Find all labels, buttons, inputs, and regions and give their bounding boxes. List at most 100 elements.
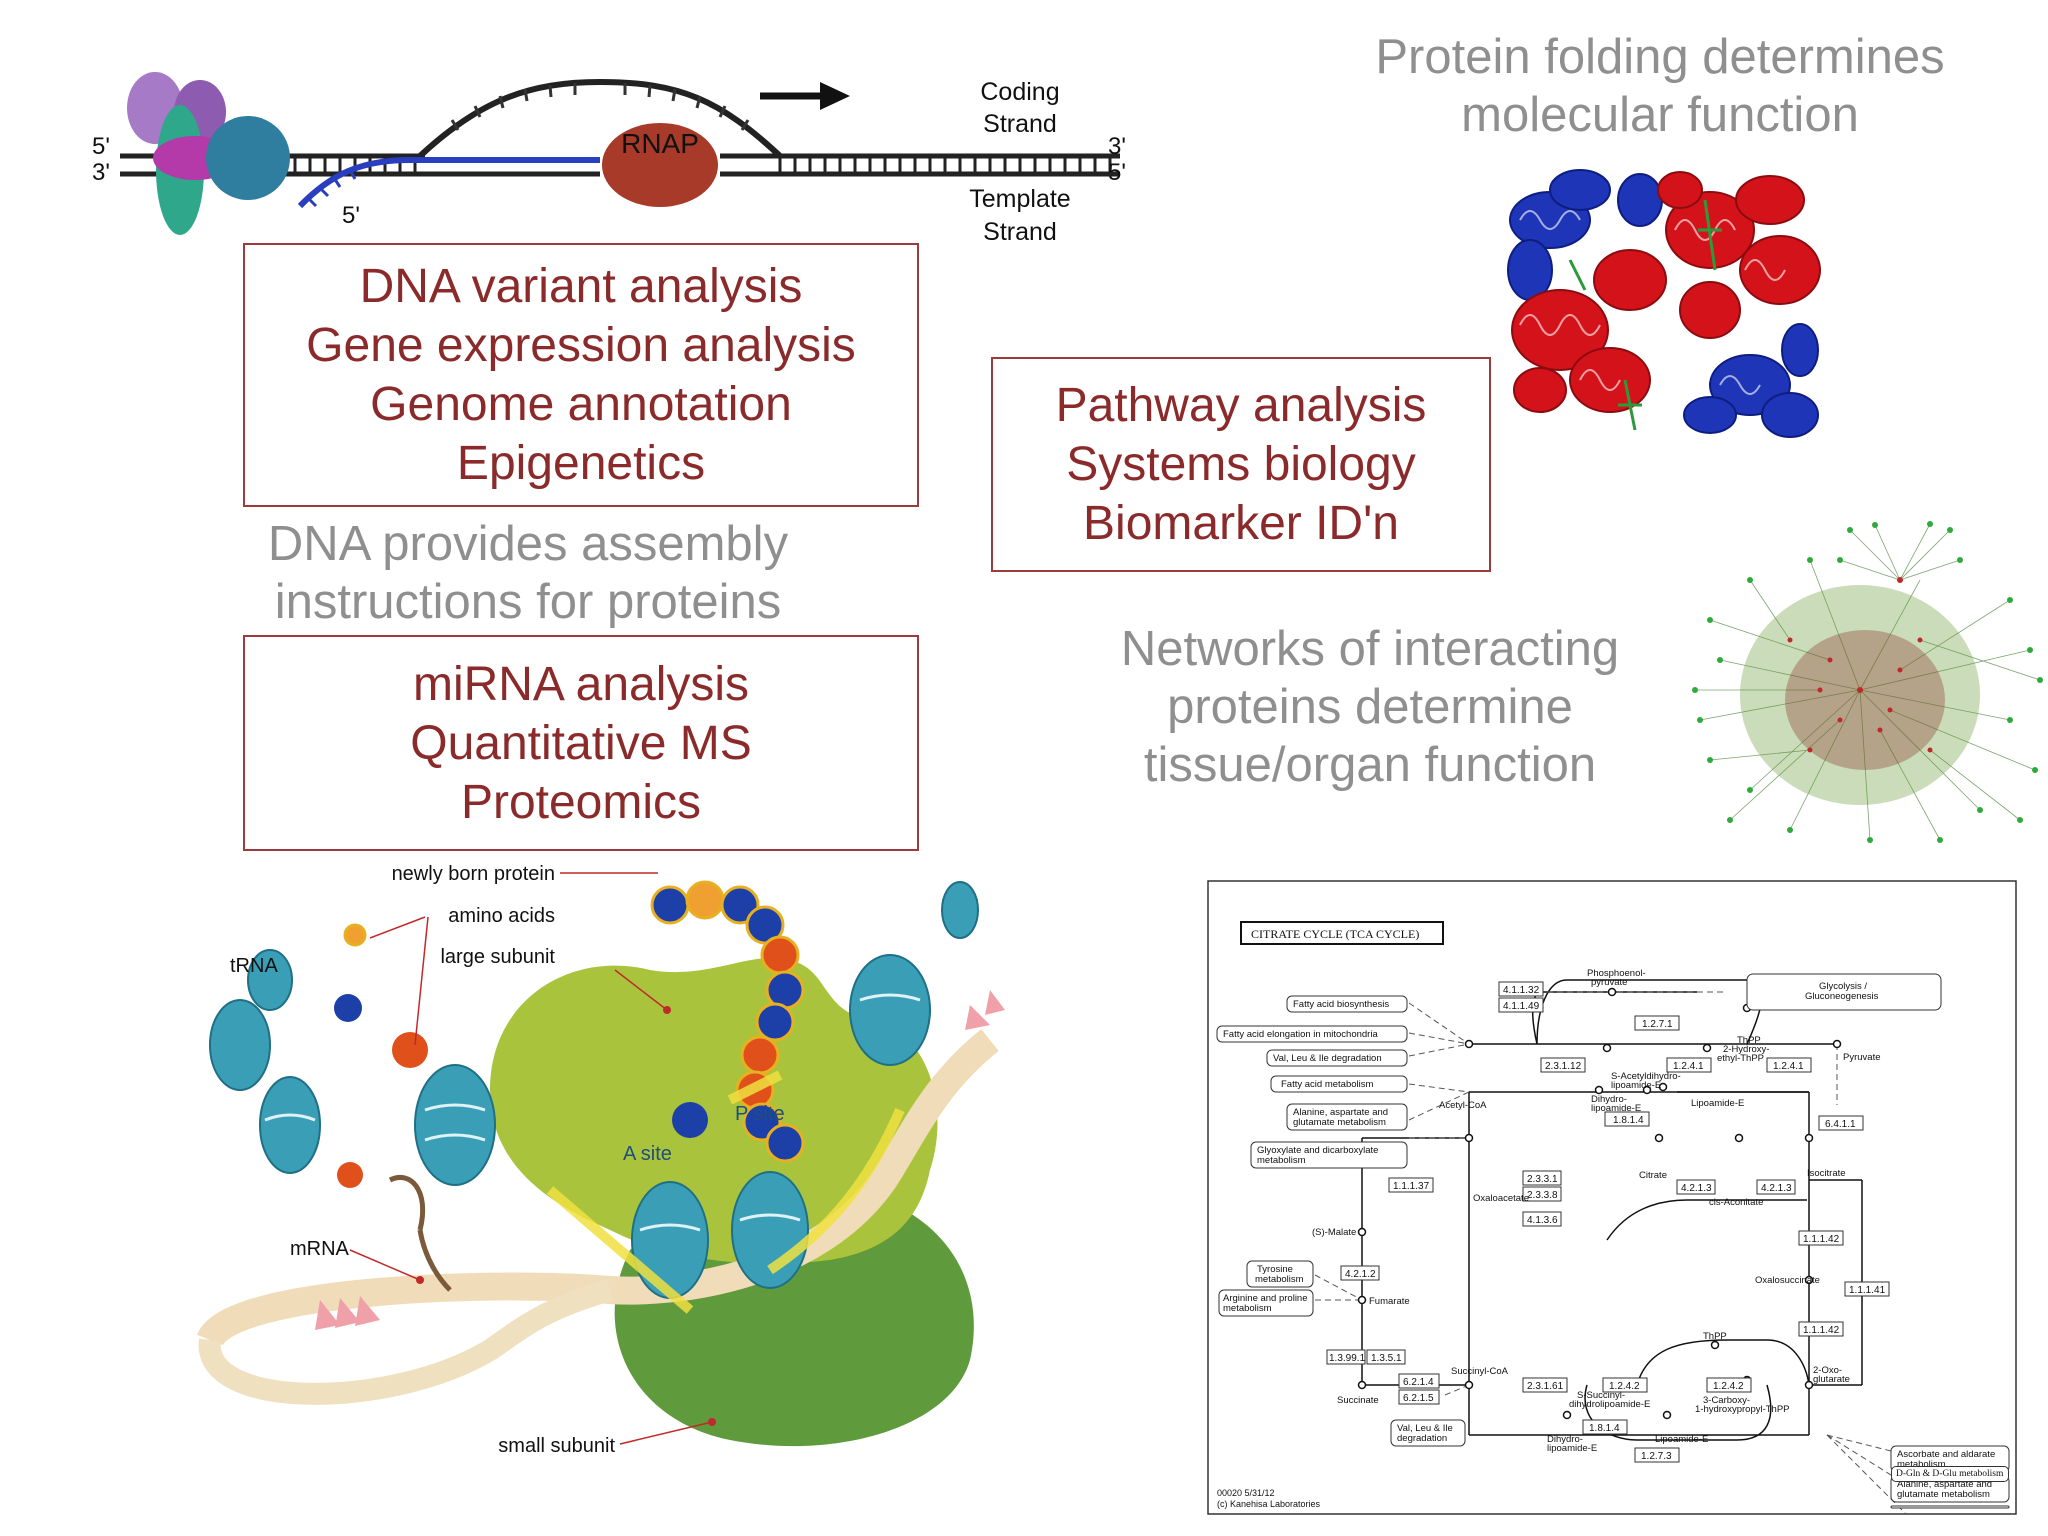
svg-text:Gluconeogenesis: Gluconeogenesis bbox=[1805, 991, 1879, 1002]
svg-text:Lipoamide-E: Lipoamide-E bbox=[1691, 1098, 1744, 1109]
blue-helices bbox=[1507, 169, 1819, 438]
dna-analysis-box: DNA variant analysis Gene expression ana… bbox=[243, 243, 919, 507]
svg-text:Fatty acid biosynthesis: Fatty acid biosynthesis bbox=[1293, 999, 1389, 1010]
svg-text:glutamate metabolism: glutamate metabolism bbox=[1293, 1117, 1386, 1128]
svg-text:5': 5' bbox=[342, 202, 360, 229]
svg-text:Dihydro-: Dihydro- bbox=[1547, 1434, 1583, 1445]
svg-text:Succinate: Succinate bbox=[1337, 1395, 1379, 1406]
svg-text:1.1.1.37: 1.1.1.37 bbox=[1393, 1181, 1430, 1192]
svg-text:1.1.1.42: 1.1.1.42 bbox=[1803, 1234, 1840, 1245]
dna-provides-caption: DNA provides assembly instructions for p… bbox=[267, 517, 789, 629]
svg-text:Acetyl-CoA: Acetyl-CoA bbox=[1439, 1100, 1487, 1111]
svg-text:Isocitrate: Isocitrate bbox=[1807, 1168, 1846, 1179]
amino-acids-label: amino acids bbox=[448, 905, 555, 927]
large-subunit-label: large subunit bbox=[440, 946, 555, 968]
mirna-analysis-box: miRNA analysis Quantitative MS Proteomic… bbox=[243, 635, 919, 851]
protein-structure-image bbox=[1507, 169, 1821, 438]
svg-text:Tyrosine: Tyrosine bbox=[1257, 1264, 1293, 1275]
transcription-diagram: RNAP 5' 3' 3' 5' 5' Coding Strand Templa… bbox=[92, 72, 1126, 246]
svg-text:metabolism: metabolism bbox=[1257, 1155, 1306, 1166]
svg-text:1.2.7.1: 1.2.7.1 bbox=[1642, 1019, 1673, 1030]
svg-text:S-Succinyl-: S-Succinyl- bbox=[1577, 1390, 1625, 1401]
svg-text:Val, Leu & Ile degradation: Val, Leu & Ile degradation bbox=[1273, 1053, 1382, 1064]
svg-text:2.3.1.61: 2.3.1.61 bbox=[1527, 1381, 1564, 1392]
svg-text:1.2.4.2: 1.2.4.2 bbox=[1713, 1381, 1744, 1392]
template-strand-label-1: Template bbox=[969, 185, 1070, 213]
svg-text:1.2.4.2: 1.2.4.2 bbox=[1609, 1381, 1640, 1392]
svg-text:S-Acetyldihydro-: S-Acetyldihydro- bbox=[1611, 1071, 1681, 1082]
svg-text:1-hydroxypropyl-ThPP: 1-hydroxypropyl-ThPP bbox=[1695, 1404, 1790, 1415]
svg-text:6.2.1.5: 6.2.1.5 bbox=[1403, 1393, 1434, 1404]
tca-cycle-map: CITRATE CYCLE (TCA CYCLE) bbox=[1207, 880, 2017, 1515]
svg-text:(c) Kanehisa Laboratories: (c) Kanehisa Laboratories bbox=[1217, 1499, 1321, 1509]
svg-text:00020 5/31/12: 00020 5/31/12 bbox=[1217, 1488, 1275, 1498]
tca-title: CITRATE CYCLE (TCA CYCLE) bbox=[1251, 927, 1419, 941]
svg-text:1.3.99.1: 1.3.99.1 bbox=[1329, 1353, 1366, 1364]
svg-text:Phosphoenol-: Phosphoenol- bbox=[1587, 968, 1646, 979]
a-site-label: A site bbox=[623, 1143, 672, 1165]
svg-text:2-Oxo-: 2-Oxo- bbox=[1813, 1365, 1842, 1376]
svg-text:Glyoxylate and dicarboxylate: Glyoxylate and dicarboxylate bbox=[1257, 1145, 1378, 1156]
svg-text:dihydrolipoamide-E: dihydrolipoamide-E bbox=[1569, 1399, 1650, 1410]
svg-text:Citrate: Citrate bbox=[1639, 1170, 1667, 1181]
svg-text:4.2.1.3: 4.2.1.3 bbox=[1681, 1183, 1712, 1194]
svg-text:1.8.1.4: 1.8.1.4 bbox=[1589, 1423, 1620, 1434]
protein-chain bbox=[650, 880, 805, 1163]
svg-text:5': 5' bbox=[1108, 159, 1126, 186]
svg-text:2.3.3.8: 2.3.3.8 bbox=[1527, 1190, 1558, 1201]
svg-text:6.4.1.1: 6.4.1.1 bbox=[1825, 1119, 1856, 1130]
svg-text:Arginine and proline: Arginine and proline bbox=[1223, 1293, 1308, 1304]
network-nodes-green bbox=[1692, 521, 2043, 843]
svg-text:ThPP: ThPP bbox=[1703, 1331, 1727, 1342]
rnap-ellipse bbox=[602, 123, 718, 207]
coding-strand-label-1: Coding bbox=[980, 78, 1059, 106]
svg-text:6.2.1.4: 6.2.1.4 bbox=[1403, 1377, 1434, 1388]
svg-text:2-Hydroxy-: 2-Hydroxy- bbox=[1723, 1044, 1769, 1055]
svg-text:3': 3' bbox=[1108, 133, 1126, 160]
coding-strand-label-2: Strand bbox=[983, 110, 1057, 138]
svg-text:Succinyl-CoA: Succinyl-CoA bbox=[1451, 1366, 1509, 1377]
mrna-label: mRNA bbox=[290, 1238, 350, 1260]
svg-text:2.3.3.1: 2.3.3.1 bbox=[1527, 1174, 1558, 1185]
p-site-label: P site bbox=[735, 1103, 785, 1125]
svg-text:Fatty acid metabolism: Fatty acid metabolism bbox=[1281, 1079, 1373, 1090]
direction-arrow bbox=[760, 82, 850, 110]
svg-text:1.2.4.1: 1.2.4.1 bbox=[1673, 1061, 1704, 1072]
svg-text:Pyruvate: Pyruvate bbox=[1843, 1052, 1881, 1063]
svg-text:lipoamide-E: lipoamide-E bbox=[1611, 1080, 1661, 1091]
pathway-analysis-box: Pathway analysis Systems biology Biomark… bbox=[991, 357, 1491, 572]
small-subunit-label: small subunit bbox=[498, 1435, 615, 1457]
svg-text:(S)-Malate: (S)-Malate bbox=[1312, 1227, 1356, 1238]
newly-born-protein-label: newly born protein bbox=[392, 863, 555, 885]
svg-text:Glycolysis /: Glycolysis / bbox=[1819, 981, 1867, 992]
template-strand-label-2: Strand bbox=[983, 218, 1057, 246]
svg-text:Fumarate: Fumarate bbox=[1369, 1296, 1410, 1307]
dgln-map-box: D-Gln & D-Glu metabolism bbox=[1891, 1466, 2009, 1482]
svg-text:4.2.1.2: 4.2.1.2 bbox=[1345, 1269, 1376, 1280]
rnap-label: RNAP bbox=[621, 128, 699, 159]
svg-text:lipoamide-E: lipoamide-E bbox=[1547, 1443, 1597, 1454]
ribosome-illustration: newly born protein amino acids large sub… bbox=[197, 863, 1005, 1457]
svg-text:1.3.5.1: 1.3.5.1 bbox=[1371, 1353, 1402, 1364]
svg-text:cis-Aconitate: cis-Aconitate bbox=[1709, 1197, 1763, 1208]
network-nodes-red bbox=[1787, 577, 1933, 753]
networks-caption: Networks of interacting proteins determi… bbox=[1120, 622, 1620, 792]
svg-text:metabolism: metabolism bbox=[1223, 1303, 1272, 1314]
svg-text:5': 5' bbox=[92, 133, 110, 160]
svg-text:4.1.3.6: 4.1.3.6 bbox=[1527, 1215, 1558, 1226]
svg-text:Alanine, aspartate and: Alanine, aspartate and bbox=[1293, 1107, 1388, 1118]
svg-text:Alanine, aspartate and: Alanine, aspartate and bbox=[1897, 1479, 1992, 1490]
heme-groups bbox=[1568, 199, 1722, 431]
svg-text:1.1.1.41: 1.1.1.41 bbox=[1849, 1285, 1886, 1296]
rna-strand bbox=[297, 157, 600, 209]
svg-text:Fatty acid elongation in mitoc: Fatty acid elongation in mitochondria bbox=[1223, 1029, 1378, 1040]
svg-text:metabolism: metabolism bbox=[1255, 1274, 1304, 1285]
large-subunit-shape bbox=[490, 957, 938, 1264]
svg-text:4.1.1.49: 4.1.1.49 bbox=[1503, 1001, 1540, 1012]
svg-text:3-Carboxy-: 3-Carboxy- bbox=[1703, 1395, 1750, 1406]
svg-text:3': 3' bbox=[92, 159, 110, 186]
svg-text:ThPP: ThPP bbox=[1737, 1035, 1761, 1046]
svg-text:metabolism: metabolism bbox=[1897, 1459, 1946, 1470]
svg-text:4.1.1.32: 4.1.1.32 bbox=[1503, 985, 1540, 996]
svg-text:ethyl-ThPP: ethyl-ThPP bbox=[1717, 1053, 1764, 1064]
